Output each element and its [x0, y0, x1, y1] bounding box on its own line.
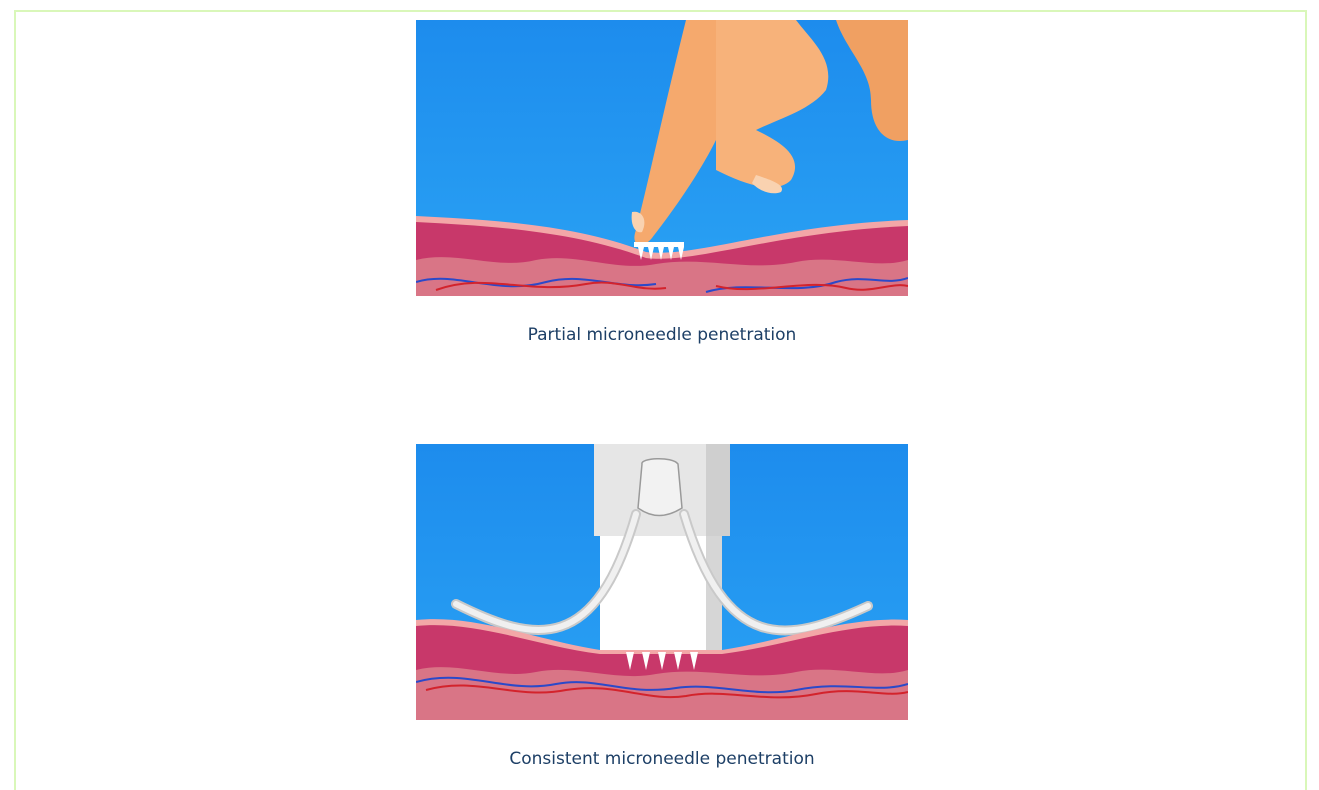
figure-partial-penetration: Partial microneedle penetration	[416, 20, 908, 296]
figure-consistent-penetration: Consistent microneedle penetration	[416, 444, 908, 720]
figure-caption: Partial microneedle penetration	[362, 325, 962, 345]
finger-press-illustration	[416, 20, 908, 296]
applicator-illustration	[416, 444, 908, 720]
figure-caption: Consistent microneedle penetration	[362, 749, 962, 769]
